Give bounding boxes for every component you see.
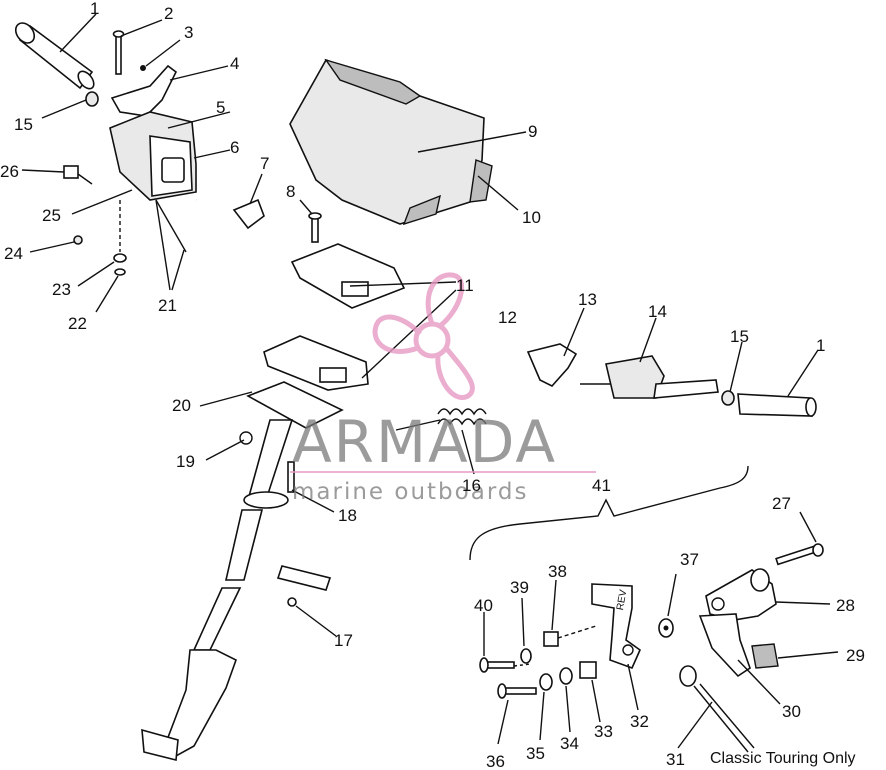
bolt-36 [497, 683, 537, 745]
left-end-cap [41, 91, 99, 119]
callout-36: 36 [486, 752, 505, 770]
callout-1-left: 1 [90, 0, 99, 18]
armada-logo-icon [372, 272, 475, 401]
callout-37: 37 [680, 550, 699, 569]
callout-40: 40 [474, 596, 493, 615]
callout-7: 7 [260, 154, 269, 173]
bolt-40 [479, 612, 531, 673]
callout-38: 38 [548, 562, 567, 581]
spring-16 [395, 408, 487, 475]
callout-20: 20 [172, 396, 191, 415]
callout-14: 14 [648, 302, 667, 321]
bushing-33 [579, 661, 601, 723]
callout-6: 6 [230, 138, 239, 157]
callout-33: 33 [594, 722, 613, 741]
rod-17 [276, 565, 337, 637]
callout-22: 22 [68, 314, 87, 333]
callout-15-left: 15 [14, 115, 33, 134]
right-grip [721, 341, 819, 417]
callout-2: 2 [164, 4, 173, 23]
callout-30: 30 [782, 702, 801, 721]
washer-35 [539, 673, 553, 741]
callout-1-right: 1 [816, 336, 825, 355]
callout-29: 29 [846, 646, 865, 665]
callout-35: 35 [526, 744, 545, 763]
screw-27 [775, 511, 824, 566]
callout-11: 11 [456, 276, 474, 295]
washer-37 [658, 573, 677, 638]
steering-arm [141, 381, 344, 762]
callout-13: 13 [578, 290, 597, 309]
callout-18: 18 [338, 506, 357, 525]
callout-26: 26 [0, 162, 19, 181]
upper-clamp [290, 243, 457, 309]
callout-32: 32 [630, 712, 649, 731]
callout-10: 10 [522, 208, 541, 227]
callout-8: 8 [286, 182, 295, 201]
callout-28: 28 [836, 596, 855, 615]
callout-27: 27 [772, 494, 791, 513]
callout-4: 4 [230, 54, 239, 73]
lower-clamp [263, 289, 457, 391]
callout-3: 3 [184, 23, 193, 42]
cable-31 [677, 665, 755, 753]
callout-12: 12 [498, 308, 517, 327]
callout-5: 5 [216, 98, 225, 117]
bracket-13 [526, 307, 585, 387]
callout-16: 16 [462, 476, 481, 495]
classic-touring-note: Classic Touring Only [710, 750, 856, 767]
washer-34 [559, 667, 573, 733]
callout-39: 39 [510, 578, 529, 597]
callout-15-right: 15 [730, 327, 749, 346]
callout-21: 21 [158, 296, 177, 315]
pad-29 [751, 643, 839, 669]
reverse-lever-32: REV [591, 583, 641, 711]
callout-31: 31 [666, 750, 685, 769]
rev-marking: REV [615, 589, 629, 611]
watermark-brand: ARMADA [292, 408, 557, 476]
washer-39 [520, 597, 532, 664]
pin-and-nut [112, 19, 181, 75]
handlebar-tube [191, 196, 519, 366]
throttle-body-14 [580, 317, 719, 399]
callout-41: 41 [592, 476, 611, 495]
callout-19: 19 [176, 452, 195, 471]
callout-9: 9 [528, 122, 537, 141]
shift-housing-28 [705, 568, 831, 621]
small-hardware-left [21, 165, 187, 313]
hood [289, 58, 527, 226]
throttle-housing [109, 64, 231, 201]
callout-23: 23 [52, 280, 71, 299]
bushing-38 [543, 579, 597, 647]
shift-arm-30 [698, 613, 781, 705]
watermark-tagline: marine outboards [292, 479, 528, 505]
group-bracket [469, 465, 749, 561]
callout-24: 24 [4, 244, 23, 263]
callout-34: 34 [560, 734, 579, 753]
clip-7 [232, 173, 265, 230]
callout-17: 17 [334, 631, 353, 650]
left-grip [14, 13, 97, 90]
bolt-8 [299, 199, 322, 243]
callout-25: 25 [42, 206, 61, 225]
